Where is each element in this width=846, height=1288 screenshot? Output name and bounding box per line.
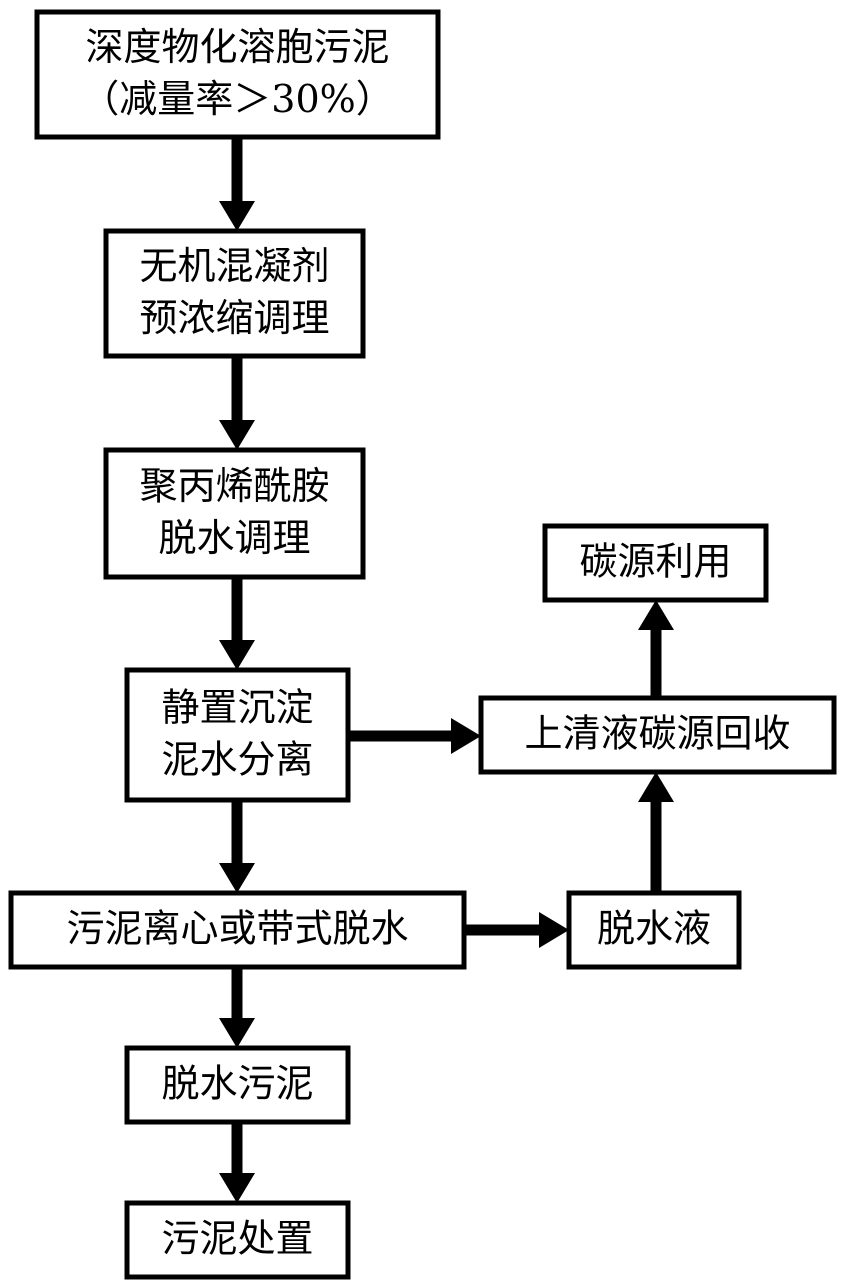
node-n10: 脱水液 bbox=[566, 890, 742, 970]
arrow-n10-n8 bbox=[638, 772, 674, 893]
node-label: 脱水调理 bbox=[158, 516, 310, 560]
node-label: 聚丙烯酰胺 bbox=[139, 464, 329, 508]
node-box bbox=[542, 523, 769, 603]
node-n5: 污泥离心或带式脱水 bbox=[8, 890, 467, 970]
arrow-n8-n9 bbox=[638, 600, 674, 698]
node-label: 污泥处置 bbox=[161, 1217, 313, 1261]
arrow-n1-n2 bbox=[219, 137, 255, 231]
node-n1: 深度物化溶胞污泥 （减量率＞30%） bbox=[34, 9, 441, 140]
node-label: 碳源利用 bbox=[579, 540, 731, 584]
node-box bbox=[34, 9, 441, 140]
node-label: 静置沉淀 bbox=[161, 686, 313, 730]
arrow-n6-n7 bbox=[219, 1122, 255, 1203]
node-box bbox=[124, 1200, 351, 1280]
node-label: 深度物化溶胞污泥 bbox=[85, 25, 389, 69]
arrow-n3-n4 bbox=[219, 577, 255, 670]
node-n6: 脱水污泥 bbox=[124, 1045, 351, 1125]
node-label: 泥水分离 bbox=[161, 738, 313, 782]
node-box bbox=[478, 695, 837, 775]
arrow-n5-n6 bbox=[219, 967, 255, 1048]
node-box bbox=[103, 228, 366, 359]
node-label: 脱水污泥 bbox=[161, 1062, 313, 1106]
arrow-n2-n3 bbox=[219, 356, 255, 450]
node-label: 无机混凝剂 bbox=[139, 244, 329, 288]
node-box bbox=[124, 667, 351, 803]
node-label: 上清液碳源回收 bbox=[524, 712, 790, 756]
arrow-n4-n8 bbox=[348, 718, 481, 754]
arrow-n5-n10 bbox=[464, 912, 569, 948]
node-label: （减量率＞30%） bbox=[81, 77, 393, 121]
node-label: 污泥离心或带式脱水 bbox=[66, 907, 408, 951]
node-box bbox=[566, 890, 742, 970]
node-box bbox=[103, 447, 366, 580]
arrow-n4-n5 bbox=[219, 800, 255, 893]
node-box bbox=[124, 1045, 351, 1125]
node-label: 脱水液 bbox=[597, 907, 711, 951]
node-box bbox=[8, 890, 467, 970]
node-n8: 上清液碳源回收 bbox=[478, 695, 837, 775]
node-label: 预浓缩调理 bbox=[139, 296, 329, 340]
node-n7: 污泥处置 bbox=[124, 1200, 351, 1280]
node-n9: 碳源利用 bbox=[542, 523, 769, 603]
